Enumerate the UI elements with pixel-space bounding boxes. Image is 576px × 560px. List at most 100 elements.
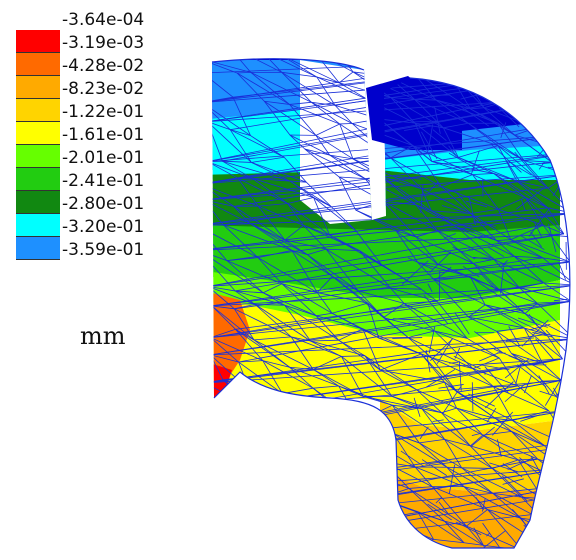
mesh-edge <box>418 442 448 468</box>
mesh-edge <box>225 466 256 486</box>
mesh-edge <box>338 435 365 438</box>
mesh-edge <box>495 418 545 446</box>
mesh-edge <box>414 98 469 124</box>
mesh-edge <box>287 203 330 236</box>
mesh-edge <box>284 225 304 241</box>
mesh-edge <box>544 445 570 447</box>
legend-swatch-2 <box>16 53 60 76</box>
mesh-edge <box>446 67 463 74</box>
mesh-edge <box>419 442 462 469</box>
mesh-edge <box>471 382 474 412</box>
mesh-edge <box>212 225 259 259</box>
mesh-edge <box>255 483 277 486</box>
mesh-edge <box>291 509 303 515</box>
mesh-edge <box>535 540 570 544</box>
mesh-edge <box>212 261 570 287</box>
mesh-edge <box>435 266 452 281</box>
mesh-edge <box>338 435 365 472</box>
mesh-edge <box>431 210 471 214</box>
mesh-edge <box>425 369 456 388</box>
mesh-edge <box>390 97 416 124</box>
mesh-edge <box>212 337 263 362</box>
mesh-edge <box>262 360 314 389</box>
mesh-edge <box>413 397 421 418</box>
mesh-edge <box>212 446 257 465</box>
mesh-edge <box>414 122 459 158</box>
mesh-edge <box>415 204 458 228</box>
mesh-edge <box>390 157 442 188</box>
mesh-edge <box>238 361 283 394</box>
mesh-edge <box>514 255 570 286</box>
mesh-edge <box>473 50 485 55</box>
mesh-edge <box>481 364 510 371</box>
mesh-edge <box>434 106 441 134</box>
legend-swatch-5 <box>16 122 60 145</box>
mesh-edge <box>511 353 544 382</box>
mesh-edge <box>429 181 439 192</box>
mesh-edge <box>334 461 360 492</box>
mesh-edge <box>425 460 448 465</box>
mesh-edge <box>212 282 544 339</box>
mesh-edge <box>431 156 459 162</box>
mesh-edge <box>468 122 525 161</box>
mesh-edge <box>541 71 570 98</box>
mesh-edge <box>417 262 435 280</box>
mesh-edge <box>235 290 285 306</box>
mesh-edge <box>403 303 435 332</box>
mesh-edge <box>423 294 449 325</box>
mesh-edge <box>421 188 471 214</box>
mesh-edge <box>237 71 251 74</box>
model-outline <box>211 58 571 549</box>
mesh-edge <box>261 51 280 55</box>
mesh-edge <box>316 76 340 84</box>
mesh-edge <box>463 486 494 494</box>
mesh-edge <box>417 511 445 522</box>
mesh-edge <box>544 521 570 543</box>
mesh-edge <box>544 509 570 522</box>
mesh-edge <box>427 124 434 151</box>
mesh-edge <box>499 263 505 294</box>
mesh-edge <box>237 177 259 207</box>
mesh-edge <box>404 125 433 131</box>
mesh-edge <box>561 418 566 427</box>
mesh-edge <box>228 484 256 490</box>
mesh-edge <box>456 226 495 260</box>
mesh-edge <box>547 207 565 235</box>
mesh-edge <box>499 107 520 128</box>
mesh-edge <box>558 84 570 96</box>
mesh-edge <box>479 271 498 292</box>
mesh-edge <box>252 177 290 182</box>
mesh-edge <box>288 445 336 462</box>
mesh-edge <box>212 471 230 490</box>
mesh-edge <box>222 338 570 381</box>
mesh-edge <box>501 260 508 267</box>
mesh-edge <box>472 58 495 84</box>
mesh-edge <box>484 304 525 329</box>
mesh-edge <box>493 173 518 182</box>
mesh-edge <box>212 442 238 448</box>
mesh-edge <box>273 419 339 437</box>
mesh-edge <box>436 301 468 339</box>
mesh-edge <box>291 250 318 293</box>
mesh-edge <box>516 69 538 95</box>
mesh-edge <box>393 433 420 444</box>
mesh-edge <box>281 72 312 103</box>
mesh-edge <box>307 254 333 277</box>
mesh-edge <box>364 461 384 472</box>
mesh-edge <box>355 209 417 238</box>
mesh-edge <box>540 534 548 541</box>
mesh-edge <box>250 71 312 103</box>
mesh-edge <box>514 73 520 88</box>
mesh-edge <box>212 121 231 131</box>
mesh-edge <box>479 351 500 362</box>
mesh-edge <box>341 355 365 357</box>
mesh-edge <box>470 445 493 469</box>
mesh-edge <box>393 175 422 180</box>
mesh-edge <box>315 135 354 160</box>
mesh-edge <box>335 99 369 106</box>
mesh-edge <box>237 538 259 548</box>
mesh-edge <box>401 260 429 285</box>
mesh-edge <box>306 181 332 208</box>
mesh-edge <box>461 467 522 498</box>
mesh-edge <box>543 282 570 302</box>
